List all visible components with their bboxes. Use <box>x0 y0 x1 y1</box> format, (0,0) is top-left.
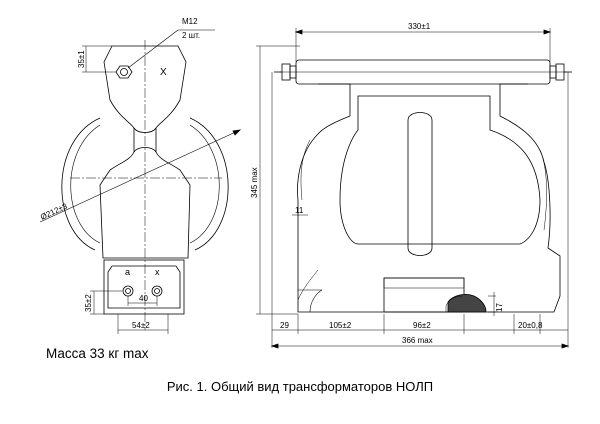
dim-overall-width: 366 max <box>402 336 433 345</box>
center-slot <box>407 112 433 256</box>
left-ellipse-body <box>61 117 101 251</box>
term-x-top-label: X <box>160 67 167 78</box>
figure-caption: Рис. 1. Общий вид трансформаторов НОЛП <box>166 379 434 394</box>
terminal-a <box>122 285 134 297</box>
dim-overall-width-top: 330±1 <box>408 22 431 31</box>
right-main-body <box>297 83 561 313</box>
mass-note: Масса 33 кг max <box>46 346 149 361</box>
hatched-seal <box>447 294 487 313</box>
terminal-x <box>151 285 163 297</box>
dim-pitch: 40 <box>139 294 148 303</box>
dim-diameter: Ø212±3 <box>39 201 69 221</box>
dim-29: 29 <box>280 321 289 330</box>
thread-qty-label: 2 шт. <box>182 31 200 40</box>
dim-bottom-width: 54±2 <box>132 321 150 330</box>
m12-nut <box>115 65 133 79</box>
dim-wall: 11 <box>295 206 304 215</box>
inner-window <box>339 95 541 245</box>
thread-label: M12 <box>182 17 198 26</box>
left-top-lug <box>99 45 191 259</box>
dim-bottom-height: 35±2 <box>84 294 93 312</box>
term-a-label: a <box>125 267 130 277</box>
dim-top-height: 35±1 <box>77 50 86 68</box>
left-terminal-block <box>103 259 185 315</box>
dim-96: 96±2 <box>413 321 431 330</box>
dim-height: 345 max <box>250 167 259 198</box>
term-x-label: x <box>155 267 160 277</box>
dim-105: 105±2 <box>329 321 352 330</box>
dim-17: 17 <box>495 303 504 312</box>
dim-20: 20±0,8 <box>518 321 543 330</box>
